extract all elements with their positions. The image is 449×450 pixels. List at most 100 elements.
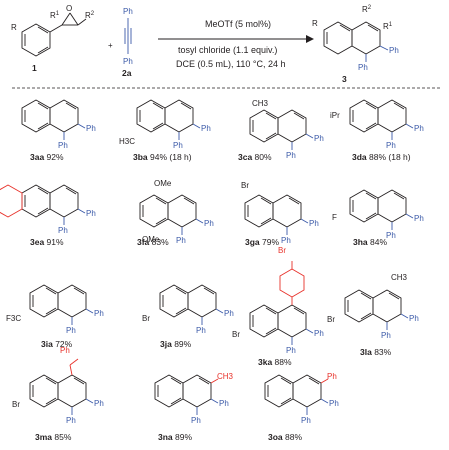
compound-caption: 3da 88% (18 h) — [352, 152, 411, 162]
ph-1-label: Ph — [386, 231, 396, 240]
compound-caption: 3ka 88% — [258, 357, 292, 367]
ph-2-label: Ph — [86, 209, 96, 218]
ph-2-label: Ph — [86, 124, 96, 133]
ph-1-label: Ph — [58, 226, 68, 235]
ph-1-label: Ph — [58, 141, 68, 150]
substituent-label: F3C — [6, 314, 21, 323]
substituent-label: Br — [278, 246, 286, 255]
compound-yield: 88% (18 h) — [367, 152, 411, 162]
ph-1-label: Ph — [191, 416, 201, 425]
compound-code: 3ha — [353, 237, 368, 247]
substituent-label: Br — [142, 314, 150, 323]
compound-caption: 3la 83% — [360, 347, 392, 357]
reactant-1-r: R — [11, 23, 17, 32]
substituent-label: CH3 — [252, 99, 269, 108]
substituent-label: CH3 — [217, 372, 234, 381]
condition-catalyst: MeOTf (5 mol%) — [205, 19, 271, 29]
naphthalene-core — [349, 189, 407, 223]
ph-2-label: Ph — [409, 314, 419, 323]
ph-2-label: Ph — [414, 124, 424, 133]
compound-code: 3ca — [238, 152, 252, 162]
compound-caption: 3na 89% — [158, 432, 192, 442]
fused-ring-highlight — [0, 184, 23, 218]
alkyne-ph-bottom: Ph — [123, 57, 133, 66]
product-ph-bottom: Ph — [358, 63, 368, 72]
compound-code: 3oa — [268, 432, 283, 442]
product-number: 3 — [342, 74, 347, 84]
naphthalene-core — [29, 374, 87, 408]
product-r: R — [312, 19, 318, 28]
naphthalene-core — [154, 374, 212, 408]
bromophenyl-ring — [279, 268, 305, 298]
compound-caption: 3ma 85% — [35, 432, 72, 442]
naphthalene-core — [21, 99, 79, 133]
general-reaction: O R1 R2 R 1 + Ph Ph 2a MeOTf (5 mol%) to… — [11, 4, 399, 84]
compound-yield: 84% — [368, 237, 388, 247]
compound-caption: 3ba 94% (18 h) — [133, 152, 192, 162]
ph-1-label: Ph — [286, 151, 296, 160]
compound-yield: 80% — [252, 152, 272, 162]
compound-yield: 91% — [44, 237, 64, 247]
ph-2-label: Ph — [224, 309, 234, 318]
substituent-label: OMe — [142, 235, 160, 244]
ph-1-label: Ph — [301, 416, 311, 425]
substituent-label: iPr — [330, 111, 340, 120]
compound-code: 3ea — [30, 237, 44, 247]
compound-caption: 3ia 72% — [41, 339, 73, 349]
naphthalene-core — [136, 99, 194, 133]
compound-yield: 89% — [173, 432, 193, 442]
reactant-1-r2: R2 — [85, 11, 95, 20]
compound-code: 3la — [360, 347, 372, 357]
ph-1-label: Ph — [286, 346, 296, 355]
compound-caption: 3ga 79% — [245, 237, 279, 247]
compound-yield: 92% — [44, 152, 64, 162]
compound-code: 3na — [158, 432, 173, 442]
reactant-2-structure: Ph Ph 2a — [122, 7, 133, 78]
compound-code: 3fa — [137, 237, 150, 247]
compound-code: 3ja — [160, 339, 172, 349]
compound-yield: 94% (18 h) — [148, 152, 192, 162]
naphthalene-core — [249, 304, 307, 338]
compound-code: 3ka — [258, 357, 272, 367]
product-3-structure: R R2 R1 Ph Ph 3 — [312, 5, 399, 84]
product-r1: R1 — [383, 22, 393, 31]
compound-code: 3da — [352, 152, 367, 162]
substituent-label: Br — [12, 400, 20, 409]
naphthalene-core — [139, 194, 197, 228]
ph-1-label: Ph — [386, 141, 396, 150]
ph-1-label: Ph — [381, 331, 391, 340]
compound-code: 3aa — [30, 152, 44, 162]
naphthalene-core — [349, 99, 407, 133]
naphthalene-core — [159, 284, 217, 318]
compound-yield: 88% — [272, 357, 292, 367]
naphthalene-core — [244, 194, 302, 228]
reactant-1-r1: R1 — [50, 11, 60, 20]
alkyne-ph-top: Ph — [123, 7, 133, 16]
substituent-label: OMe — [154, 179, 172, 188]
ph-1-label: Ph — [176, 236, 186, 245]
compound-caption: 3fa 83% — [137, 237, 169, 247]
substituent-label: Ph — [327, 372, 337, 381]
compound-yield: 83% — [149, 237, 169, 247]
compound-yield: 85% — [52, 432, 72, 442]
naphthalene-core — [29, 284, 87, 318]
ph-1-label: Ph — [66, 326, 76, 335]
naphthalene-core — [21, 184, 79, 218]
ph-1-label: Ph — [173, 141, 183, 150]
naphthalene-core — [249, 109, 307, 143]
substituent-label: CH3 — [391, 273, 408, 282]
substituent-label: F — [332, 213, 337, 222]
compound-code: 3ma — [35, 432, 52, 442]
